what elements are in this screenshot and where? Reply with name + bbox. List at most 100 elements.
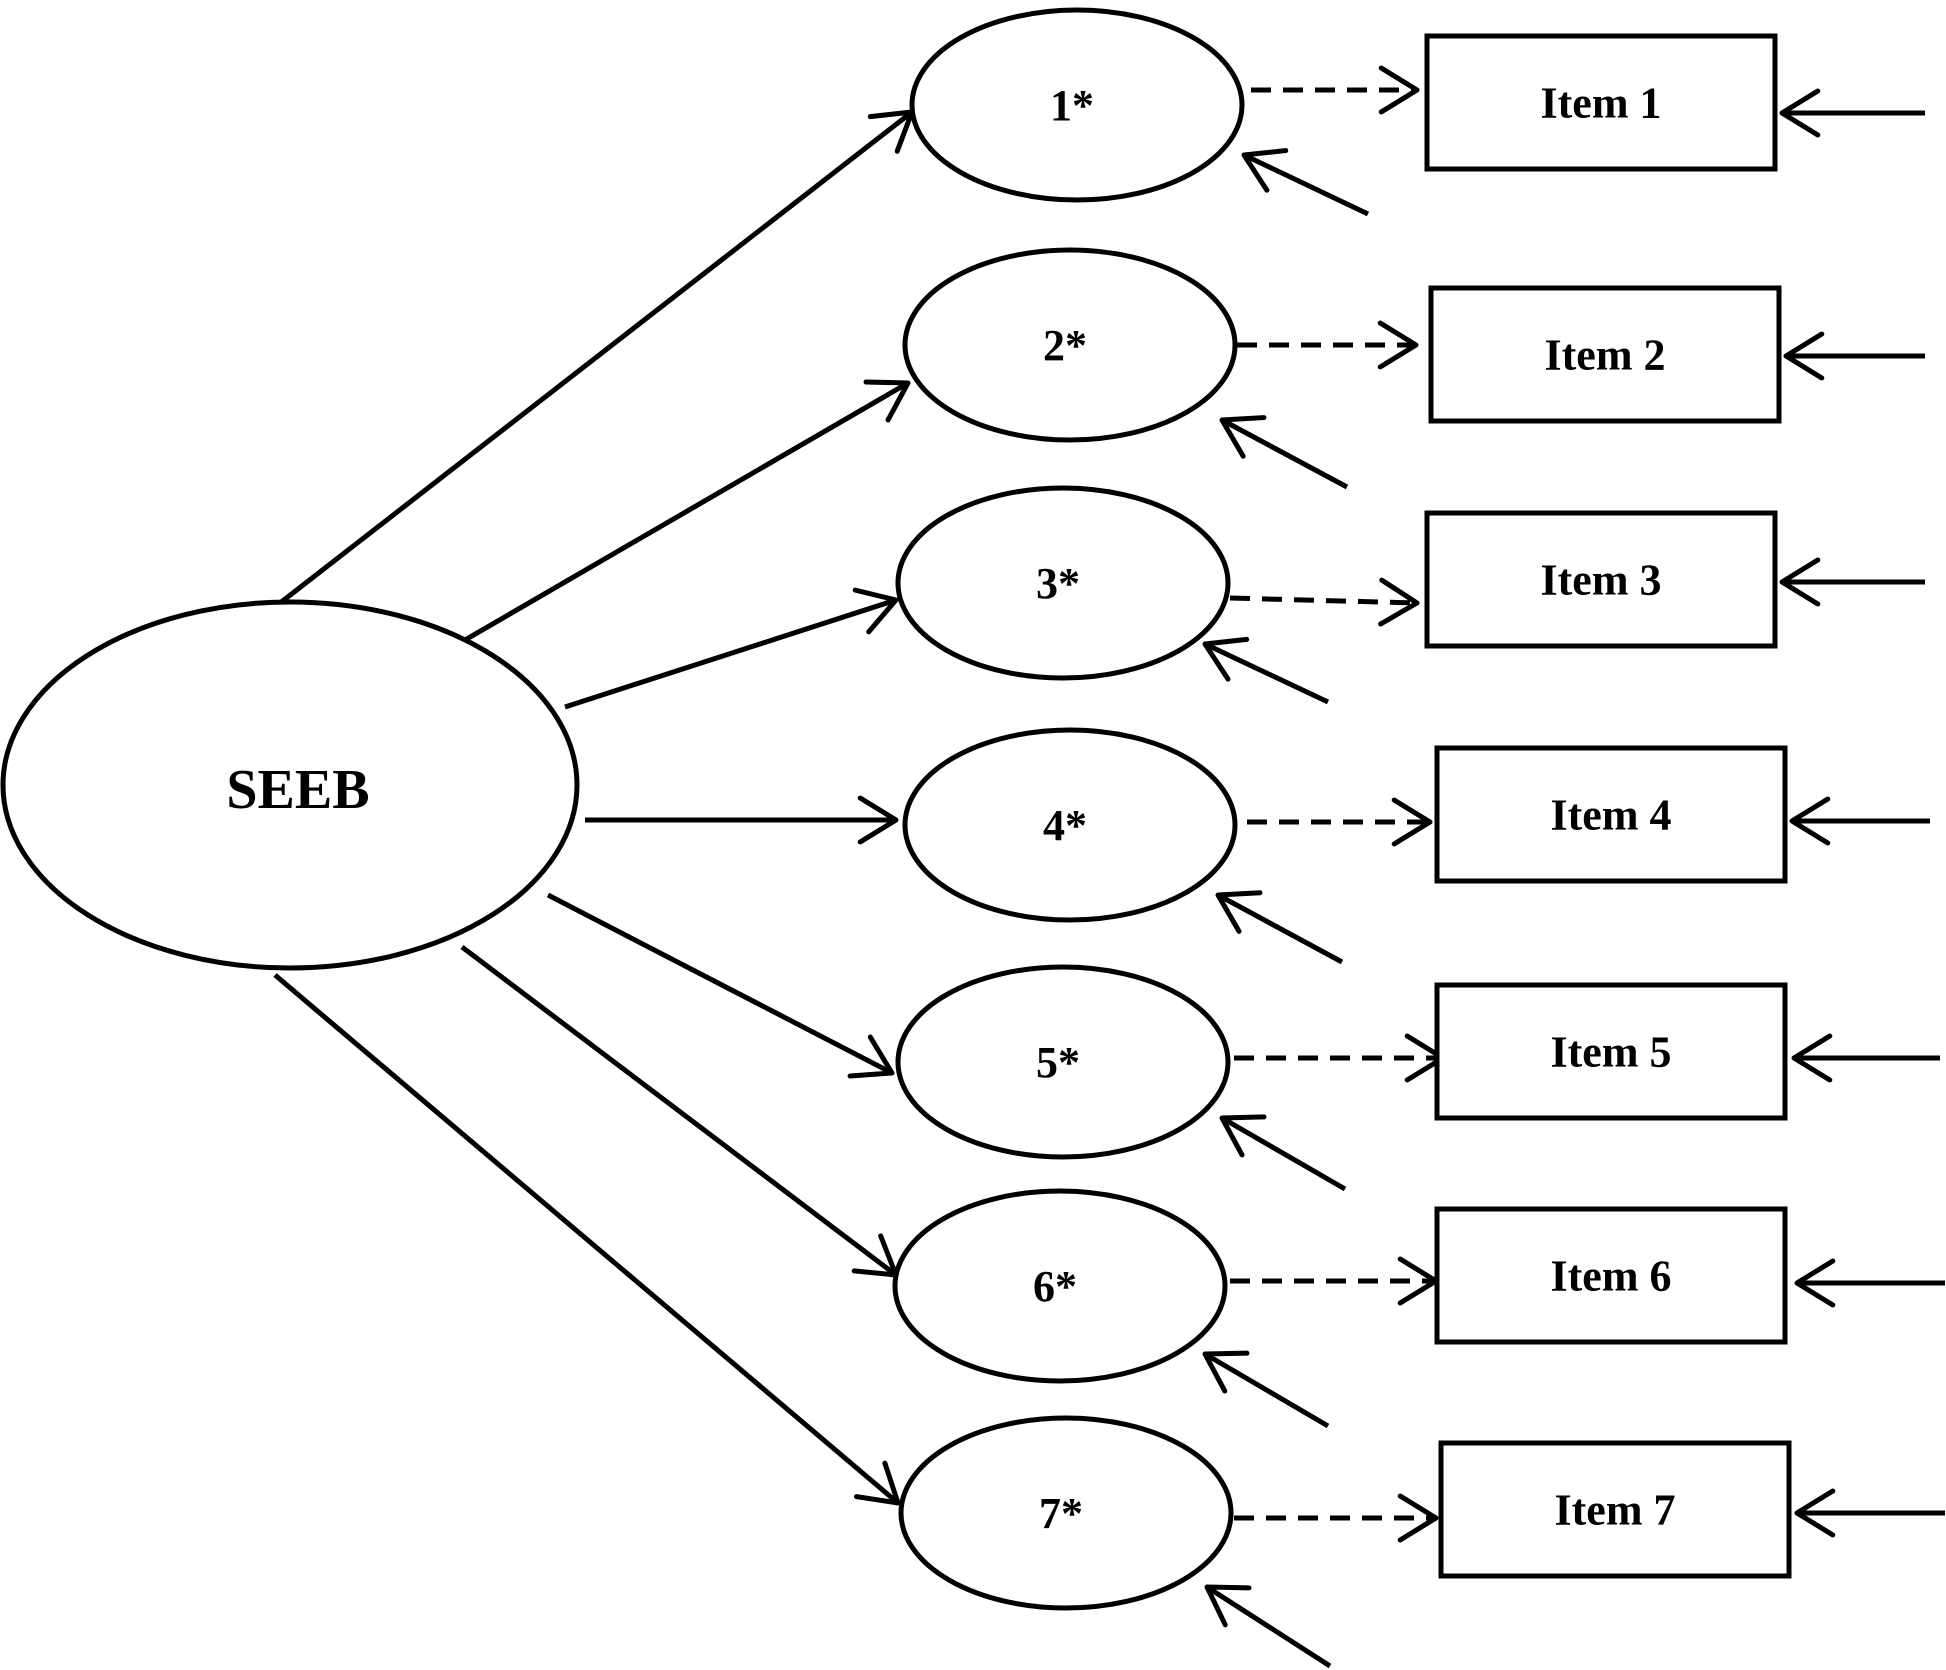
factor-to-latent-arrow-4-arrowhead <box>857 795 899 845</box>
latent-error-arrow-3-line <box>1203 641 1330 705</box>
latent-error-arrow-2-line <box>1220 417 1349 490</box>
latent-to-item-arrow-2-arrowhead <box>1377 320 1419 370</box>
factor-to-latent-arrow-3-line <box>564 597 897 710</box>
factor-to-latent-arrow-7-line <box>273 973 900 1505</box>
item-error-arrow-3-arrowhead <box>1779 557 1821 607</box>
item-node-2: Item 2 <box>1428 285 1782 424</box>
item-label-2: Item 2 <box>1545 331 1666 380</box>
item-node-1: Item 1 <box>1424 33 1778 172</box>
edges-layer <box>273 65 1945 1669</box>
latent-node-3: 3* <box>895 485 1231 681</box>
factor-to-latent-arrow-1-line <box>278 110 914 605</box>
latent-ellipse-1 <box>909 7 1245 203</box>
factor-to-latent-arrow-6 <box>460 945 899 1278</box>
latent-ellipse-2 <box>902 247 1238 443</box>
latent-error-arrow-4-arrowhead <box>1215 890 1263 934</box>
latent-node-5: 5* <box>895 964 1231 1160</box>
latent-ellipse-5 <box>895 964 1231 1160</box>
latent-error-arrow-2-arrowhead <box>1219 415 1267 459</box>
latent-to-item-arrow-3 <box>1229 577 1420 627</box>
latent-error-arrow-5 <box>1219 1114 1347 1192</box>
item-error-arrow-6 <box>1794 1258 1945 1308</box>
factor-to-latent-arrow-3-arrowhead <box>852 587 899 635</box>
latent-to-item-arrow-1 <box>1251 65 1420 115</box>
factor-to-latent-arrow-5-line <box>546 892 894 1076</box>
latent-to-item-arrow-3-arrowhead <box>1378 577 1420 627</box>
item-node-7: Item 7 <box>1438 1440 1792 1579</box>
latent-error-arrow-1-arrowhead <box>1241 148 1289 193</box>
latent-ellipse-6 <box>892 1188 1228 1384</box>
latent-node-1: 1* <box>909 7 1245 203</box>
item-label-5: Item 5 <box>1551 1028 1672 1077</box>
latent-label-7: 7* <box>1039 1489 1083 1538</box>
latent-ellipse-7 <box>898 1415 1234 1611</box>
item-error-arrow-4-arrowhead <box>1789 796 1831 846</box>
item-box-7 <box>1438 1440 1792 1579</box>
latent-label-6: 6* <box>1033 1262 1077 1311</box>
factor-to-latent-arrow-5-arrowhead <box>847 1034 895 1079</box>
item-box-5 <box>1434 982 1788 1121</box>
latent-error-arrow-4 <box>1215 890 1344 965</box>
item-label-7: Item 7 <box>1555 1486 1676 1535</box>
item-error-arrow-1 <box>1779 88 1925 138</box>
latent-to-item-arrow-6 <box>1230 1256 1439 1306</box>
latent-to-item-arrow-2 <box>1237 320 1419 370</box>
latent-error-arrow-7-line <box>1205 1584 1332 1669</box>
factor-to-latent-arrow-2 <box>463 379 911 643</box>
latent-error-arrow-3-arrowhead <box>1202 636 1250 682</box>
latent-error-arrow-7 <box>1204 1584 1332 1669</box>
factor-label: SEEB <box>226 759 369 821</box>
latent-error-arrow-3 <box>1202 636 1330 705</box>
item-box-4 <box>1434 745 1788 884</box>
factor-to-latent-arrow-2-line <box>463 380 910 643</box>
latent-error-arrow-1 <box>1241 148 1370 217</box>
latent-error-arrow-1-line <box>1242 152 1370 217</box>
item-error-arrow-2 <box>1783 331 1925 381</box>
latent-label-1: 1* <box>1050 81 1094 130</box>
item-error-arrow-2-arrowhead <box>1783 331 1825 381</box>
latent-label-4: 4* <box>1043 801 1087 850</box>
latent-to-item-arrow-7-arrowhead <box>1397 1493 1439 1543</box>
item-error-arrow-1-arrowhead <box>1779 88 1821 138</box>
item-error-arrow-5 <box>1791 1033 1940 1083</box>
latent-error-arrow-6-arrowhead <box>1202 1350 1250 1394</box>
latent-node-2: 2* <box>902 247 1238 443</box>
factor-to-latent-arrow-7-arrowhead <box>853 1460 901 1506</box>
latent-to-item-arrow-4 <box>1247 797 1433 847</box>
latent-error-arrow-5-arrowhead <box>1219 1114 1267 1158</box>
item-node-6: Item 6 <box>1434 1206 1788 1345</box>
item-error-arrow-7 <box>1794 1488 1945 1538</box>
item-error-arrow-5-arrowhead <box>1791 1033 1833 1083</box>
item-box-6 <box>1434 1206 1788 1345</box>
factor-to-latent-arrow-7 <box>273 973 901 1506</box>
latent-to-item-arrow-1-arrowhead <box>1378 65 1420 115</box>
item-error-arrow-3 <box>1779 557 1925 607</box>
factor-to-latent-arrow-6-line <box>460 945 898 1277</box>
latent-node-4: 4* <box>902 727 1238 923</box>
item-box-1 <box>1424 33 1778 172</box>
latent-label-2: 2* <box>1043 321 1087 370</box>
latent-node-7: 7* <box>898 1415 1234 1611</box>
item-error-arrow-4 <box>1789 796 1930 846</box>
item-node-5: Item 5 <box>1434 982 1788 1121</box>
latent-to-item-arrow-7 <box>1234 1493 1439 1543</box>
item-error-arrow-7-arrowhead <box>1794 1488 1836 1538</box>
latent-to-item-arrow-5 <box>1234 1033 1446 1083</box>
factor-node-seeb <box>0 599 580 971</box>
latent-error-arrow-6-line <box>1203 1351 1330 1429</box>
factor-to-latent-arrow-2-arrowhead <box>863 379 911 423</box>
latent-ellipse-4 <box>902 727 1238 923</box>
item-box-2 <box>1428 285 1782 424</box>
factor-to-latent-arrow-3 <box>564 587 899 710</box>
item-label-1: Item 1 <box>1541 79 1662 128</box>
latent-error-arrow-4-line <box>1216 892 1344 965</box>
latent-error-arrow-7-arrowhead <box>1204 1584 1252 1628</box>
latent-label-3: 3* <box>1036 559 1080 608</box>
item-box-3 <box>1424 510 1778 649</box>
latent-error-arrow-5-line <box>1220 1115 1347 1192</box>
item-label-3: Item 3 <box>1541 556 1662 605</box>
factor-to-latent-arrow-4 <box>585 795 899 845</box>
factor-to-latent-arrow-5 <box>546 892 895 1079</box>
latent-to-item-arrow-4-arrowhead <box>1391 797 1433 847</box>
